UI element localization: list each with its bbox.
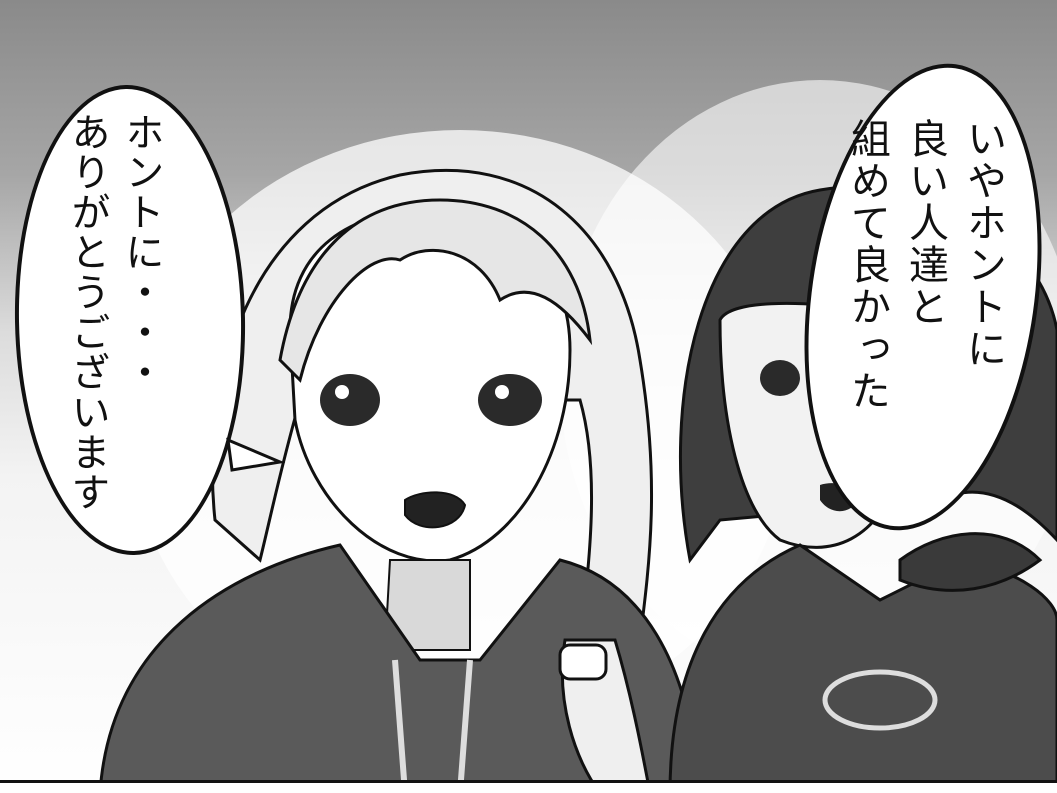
girl-left-bangs	[278, 198, 593, 383]
cloak-clasp	[822, 669, 938, 731]
girl-left-eye-left	[478, 374, 542, 426]
fur-collar	[898, 532, 1043, 592]
cloak-trim	[392, 659, 473, 793]
hair-tie	[558, 643, 608, 681]
girl-right-eye	[760, 360, 800, 396]
speech-text-right: いやホントに良い人達と組めて良かった	[844, 118, 1006, 412]
girl-left-eye-right	[320, 374, 380, 426]
eye-highlight	[495, 385, 509, 399]
eye-highlight	[335, 385, 349, 399]
speech-text-left: ホントに・・・ありがとうございます	[65, 112, 164, 512]
panel-bottom-border	[0, 780, 1057, 793]
girl-right-cloak	[668, 543, 1057, 793]
girl-left-mouth	[404, 491, 467, 529]
girl-left-cloak	[98, 543, 702, 793]
